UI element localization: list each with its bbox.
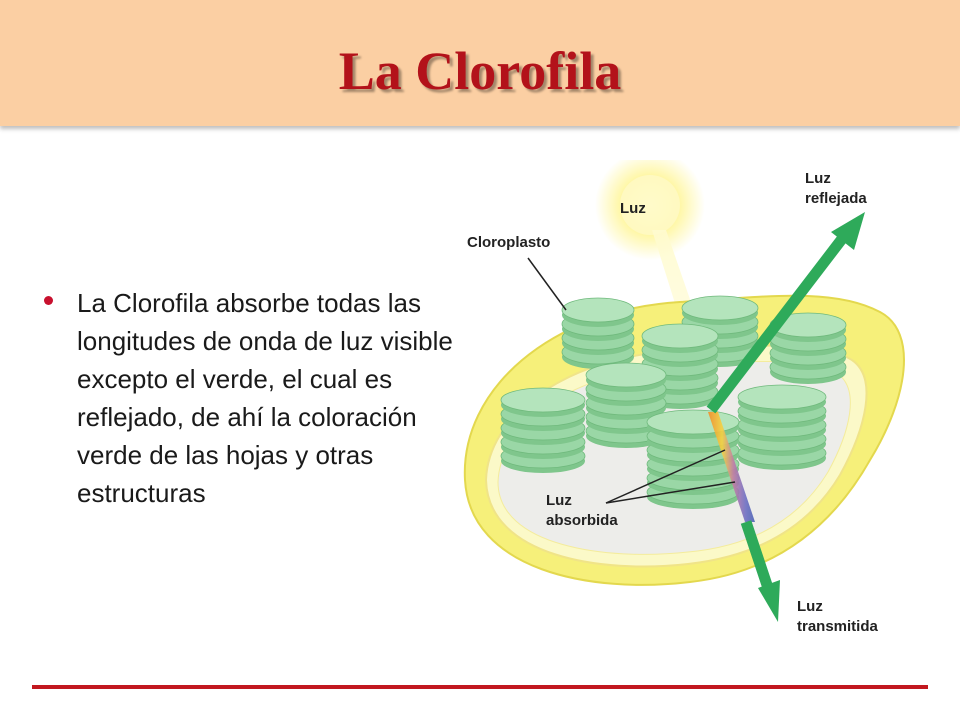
light-label: Luz — [620, 200, 646, 217]
absorbed-label-line2: absorbida — [546, 512, 618, 529]
chloroplast-pointer — [527, 257, 567, 311]
thylakoid-disc — [641, 323, 719, 349]
transmitted-light-label: Luz transmitida — [797, 597, 878, 637]
chloroplast-label: Cloroplasto — [467, 234, 551, 251]
light-source — [595, 150, 705, 260]
transmitted-label-line2: transmitida — [797, 618, 878, 635]
thylakoid-disc — [500, 387, 586, 413]
chloroplast-diagram: Luz Cloroplasto Luz reflejada Luz absorb… — [440, 150, 940, 660]
reflected-label-line2: reflejada — [805, 190, 867, 207]
absorbed-spectrum — [708, 412, 755, 522]
header-band — [0, 0, 960, 126]
thylakoid-disc — [561, 297, 635, 323]
absorbed-label-line1: Luz — [546, 492, 572, 509]
bullet-text: La Clorofila absorbe todas las longitude… — [77, 288, 453, 508]
thylakoid-disc — [681, 295, 759, 321]
transmitted-label-line1: Luz — [797, 598, 823, 615]
thylakoid-disc — [585, 362, 667, 388]
thylakoid-disc — [646, 409, 740, 435]
reflected-label-line1: Luz — [805, 170, 831, 187]
absorbed-pointer-1 — [605, 449, 726, 504]
slide-title: La Clorofila — [338, 41, 622, 101]
bullet-dot — [44, 296, 53, 305]
footer-line — [32, 685, 928, 689]
thylakoid-disc — [737, 384, 827, 410]
absorbed-light-label: Luz absorbida — [546, 491, 618, 531]
absorbed-pointer-2 — [605, 481, 736, 504]
reflected-light-label: Luz reflejada — [805, 169, 867, 209]
reflected-light-arrow — [706, 212, 865, 414]
grana-stacks — [500, 295, 847, 509]
transmitted-light-arrow — [740, 520, 780, 622]
